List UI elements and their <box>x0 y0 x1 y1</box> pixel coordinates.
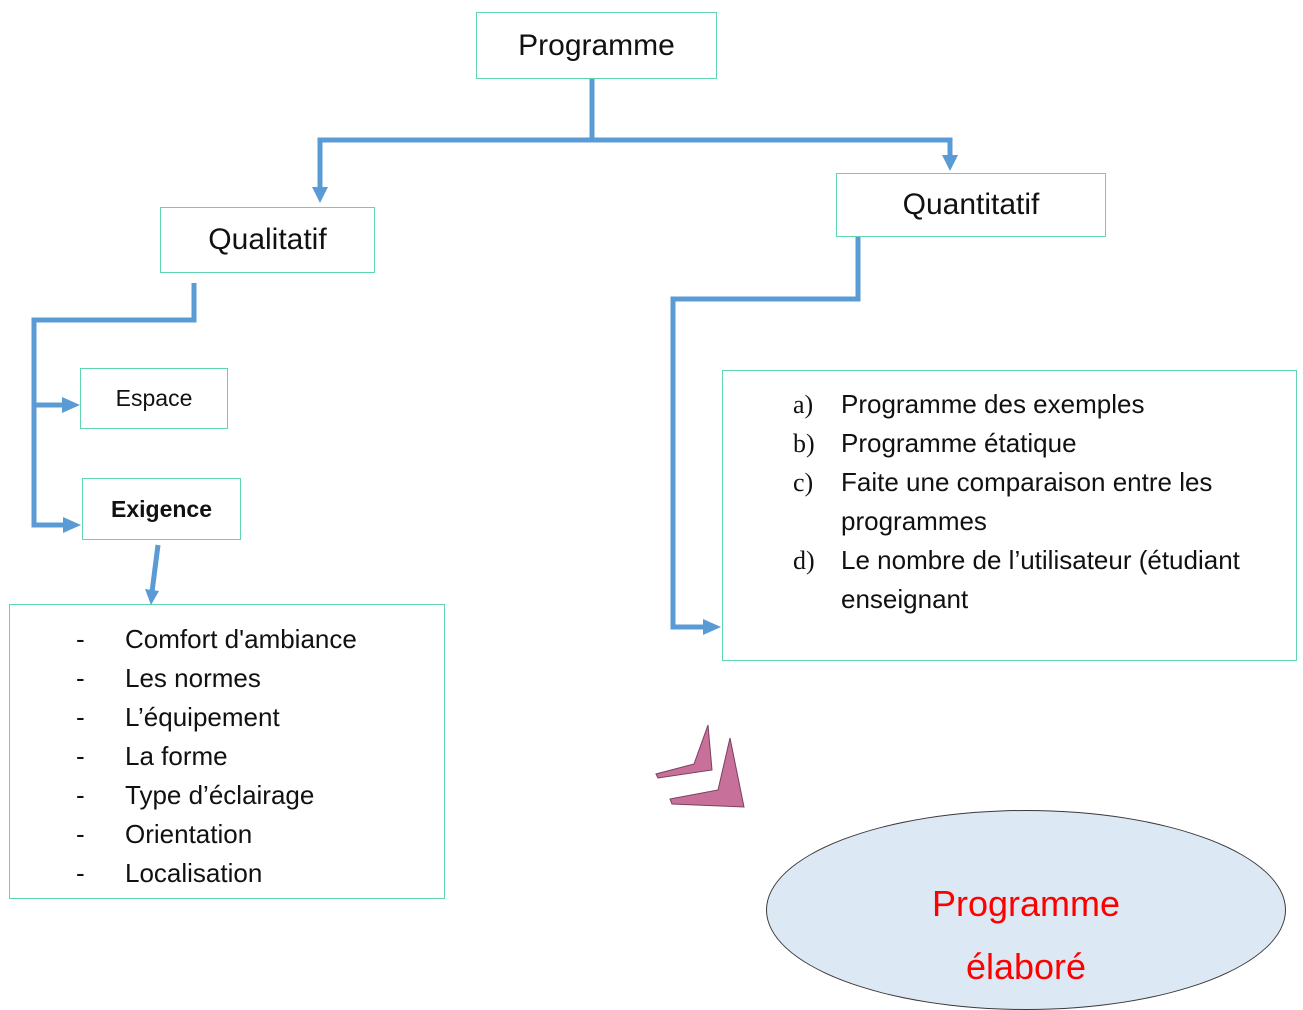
result-line-1: Programme <box>931 883 1121 924</box>
list-item-text: L’équipement <box>125 702 280 732</box>
list-dash: - <box>76 624 85 654</box>
list-item: b) Programme étatique <box>723 424 1281 463</box>
list-item: d) Le nombre de l’utilisateur (étudiant e… <box>723 541 1281 619</box>
node-qualitatif-label: Qualitatif <box>208 223 327 256</box>
list-item: - Les normes <box>10 659 444 698</box>
list-marker: b) <box>793 429 815 458</box>
quantitatif-list-box: a) Programme des exemples b) Programme éta… <box>722 370 1297 661</box>
chevron-back <box>655 724 713 779</box>
list-item-text: La forme <box>125 741 228 771</box>
list-item: - La forme <box>10 737 444 776</box>
arrowhead-qualitatif <box>312 187 328 203</box>
exigence-list-box: - Comfort d'ambiance - Les normes - L’équip… <box>9 604 445 899</box>
connector-programme-qualitatif <box>317 79 595 188</box>
list-dash: - <box>76 858 85 888</box>
node-espace-label: Espace <box>115 385 193 411</box>
list-item: - Localisation <box>10 854 444 893</box>
node-quantitatif-label: Quantitatif <box>902 188 1040 221</box>
list-dash: - <box>76 663 85 693</box>
arrowhead-quantitatif <box>942 155 958 171</box>
exigence-list: - Comfort d'ambiance - Les normes - L’équip… <box>10 605 444 893</box>
list-item: a) Programme des exemples <box>723 385 1281 424</box>
node-qualitatif: Qualitatif <box>160 207 375 273</box>
node-quantitatif: Quantitatif <box>836 173 1106 237</box>
list-item-text: Programme des exemples <box>841 389 1145 419</box>
connector-qualitatif-children <box>31 283 197 528</box>
node-exigence-label: Exigence <box>111 495 212 522</box>
node-programme-label: Programme <box>518 28 675 62</box>
arrowhead-exigence <box>63 517 81 533</box>
list-item: - Orientation <box>10 815 444 854</box>
list-item-text: Type d’éclairage <box>125 780 315 810</box>
list-item-text: Programme étatique <box>841 428 1077 458</box>
result-label: Programme élaboré <box>766 872 1286 998</box>
arrowhead-espace <box>62 397 80 413</box>
chevron-front <box>669 737 745 808</box>
list-marker: d) <box>793 546 815 575</box>
list-item-text: Faite une comparaison entre les programm… <box>841 467 1213 536</box>
list-dash: - <box>76 819 85 849</box>
node-exigence: Exigence <box>82 478 241 540</box>
list-item-text: Localisation <box>125 858 263 888</box>
connector-programme-quantitatif <box>592 137 953 156</box>
list-dash: - <box>76 780 85 810</box>
connector-quantitatif-list <box>670 237 861 630</box>
list-item-text: Le nombre de l’utilisateur (étudiant ens… <box>841 545 1240 614</box>
list-item: - L’équipement <box>10 698 444 737</box>
list-item-text: Orientation <box>125 819 253 849</box>
list-item-text: Les normes <box>125 663 261 693</box>
list-dash: - <box>76 741 85 771</box>
double-chevron-arrow-icon <box>655 724 745 808</box>
result-line-2: élaboré <box>965 946 1087 987</box>
arrowhead-exigence-list <box>145 589 159 605</box>
list-item: c) Faite une comparaison entre les progra… <box>723 463 1281 541</box>
list-item: - Comfort d'ambiance <box>10 620 444 659</box>
result-ellipse <box>766 810 1286 1010</box>
quantitatif-list: a) Programme des exemples b) Programme éta… <box>723 371 1296 619</box>
connector-exigence-list <box>149 544 161 593</box>
list-marker: c) <box>793 468 814 497</box>
list-marker: a) <box>793 390 814 419</box>
list-item: - Type d’éclairage <box>10 776 444 815</box>
node-programme: Programme <box>476 12 717 79</box>
list-dash: - <box>76 702 85 732</box>
list-item-text: Comfort d'ambiance <box>125 624 357 654</box>
arrowhead-quantitatif-list <box>703 619 721 635</box>
node-espace: Espace <box>80 368 228 429</box>
